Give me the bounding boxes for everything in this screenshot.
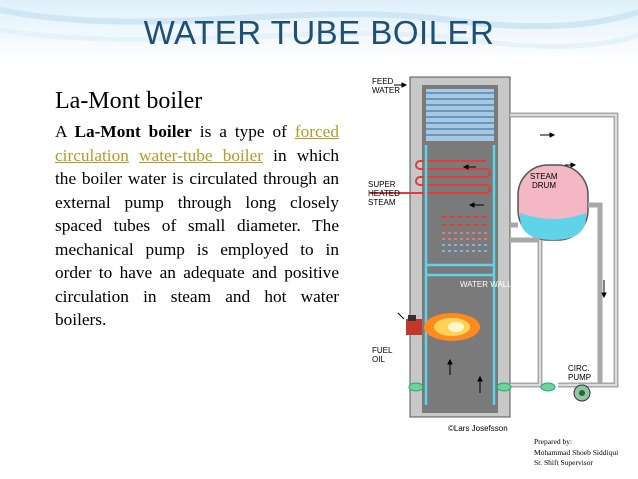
- circulation-piping-core: [510, 114, 617, 386]
- slide-title: WATER TUBE BOILER: [143, 14, 495, 51]
- feed-valves: [408, 382, 556, 392]
- forced-circulation-link[interactable]: forced circulation: [55, 122, 339, 165]
- superheated-steam-label: SUPER: [368, 180, 396, 189]
- circulation-piping: [510, 112, 619, 388]
- fuel-oil-label-2: OIL: [372, 355, 385, 364]
- superheated-steam-label-3: STEAM: [368, 198, 396, 207]
- water-tube-boiler-link[interactable]: water-tube boiler: [139, 145, 264, 165]
- text-segment: [129, 146, 139, 165]
- water-walls-label: WATER WALLS: [460, 280, 517, 289]
- burner-nozzle: [406, 319, 422, 335]
- circulation-pump: [573, 384, 591, 402]
- header-wave-decoration: [0, 0, 638, 62]
- steam-drum-label: STEAM: [530, 172, 558, 181]
- water-wall-tubes: [424, 145, 496, 405]
- circ-pump-label: CIRC.: [568, 364, 590, 373]
- superheater-coils: [370, 160, 491, 226]
- description-paragraph: A La-Mont boiler is a type of forced cir…: [55, 120, 339, 332]
- feed-water-label: FEED: [372, 77, 394, 86]
- superheated-steam-label-2: HEATED: [368, 189, 400, 198]
- flow-arrows: [394, 82, 607, 393]
- feed-water-label-2: WATER: [372, 86, 400, 95]
- circ-pump-label-2: PUMP: [568, 373, 591, 382]
- steam-drum: [517, 164, 589, 241]
- credit-line-3: Sr. Shift Supervisor: [534, 458, 593, 467]
- text-segment: is a type of: [191, 122, 295, 141]
- text-segment: A: [55, 122, 75, 141]
- la-mont-boiler-diagram: FEED WATER STEAM DRUM SUPER HEATED STEAM…: [368, 76, 619, 433]
- economiser-tubes: [426, 89, 494, 141]
- credit-block: Prepared by: Mohammad Shoeb Siddiqui Sr.…: [534, 437, 618, 469]
- slide-subtitle: La-Mont boiler: [55, 88, 203, 114]
- fuel-oil-label: FUEL: [372, 346, 393, 355]
- text-segment: in which the boiler water is circulated …: [55, 145, 339, 330]
- burner-flame: [424, 313, 480, 341]
- bold-term: La-Mont boiler: [74, 122, 192, 141]
- copyright-label: ©Lars Josefsson: [448, 424, 508, 433]
- steam-drum-label-2: DRUM: [532, 181, 556, 190]
- credit-line-1: Prepared by:: [534, 437, 573, 446]
- credit-line-2: Mohammad Shoeb Siddiqui: [534, 447, 619, 457]
- evaporator-tubes: [442, 232, 490, 252]
